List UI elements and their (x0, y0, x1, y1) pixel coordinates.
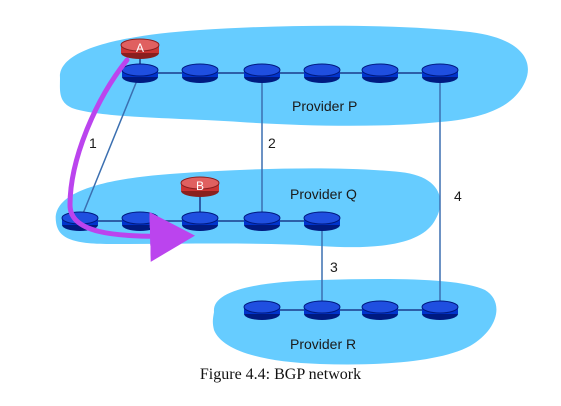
provider-q-label: Provider Q (290, 186, 357, 202)
provider-q-router[interactable] (121, 211, 159, 231)
provider-p-router[interactable] (181, 63, 219, 83)
host-b[interactable]: B (180, 176, 220, 197)
link-4-label: 4 (454, 188, 462, 204)
provider-p-cloud (59, 25, 528, 126)
provider-r-cloud (212, 279, 497, 365)
link-1 (79, 72, 141, 222)
provider-r-label: Provider R (290, 336, 356, 352)
provider-q-router[interactable] (303, 211, 341, 231)
provider-p-router[interactable] (361, 63, 399, 83)
provider-r-router[interactable] (421, 300, 459, 320)
provider-r-router[interactable] (303, 300, 341, 320)
provider-p-router[interactable] (303, 63, 341, 83)
provider-p-router[interactable] (121, 63, 159, 83)
provider-r-router[interactable] (361, 300, 399, 320)
link-2-label: 2 (268, 135, 276, 151)
provider-r-router[interactable] (243, 300, 281, 320)
link-3-label: 3 (330, 259, 338, 275)
routers (61, 63, 459, 320)
host-a-label: A (136, 41, 144, 55)
provider-p-router[interactable] (243, 63, 281, 83)
figure-caption: Figure 4.4: BGP network (199, 366, 362, 383)
route-path-arrow (67, 57, 195, 262)
provider-p-router[interactable] (421, 63, 459, 83)
link-1-label: 1 (89, 135, 97, 151)
provider-p-label: Provider P (292, 98, 357, 114)
host-a[interactable]: A (120, 38, 160, 59)
provider-q-router[interactable] (181, 211, 219, 231)
provider-q-router[interactable] (243, 211, 281, 231)
host-b-label: B (196, 179, 204, 193)
